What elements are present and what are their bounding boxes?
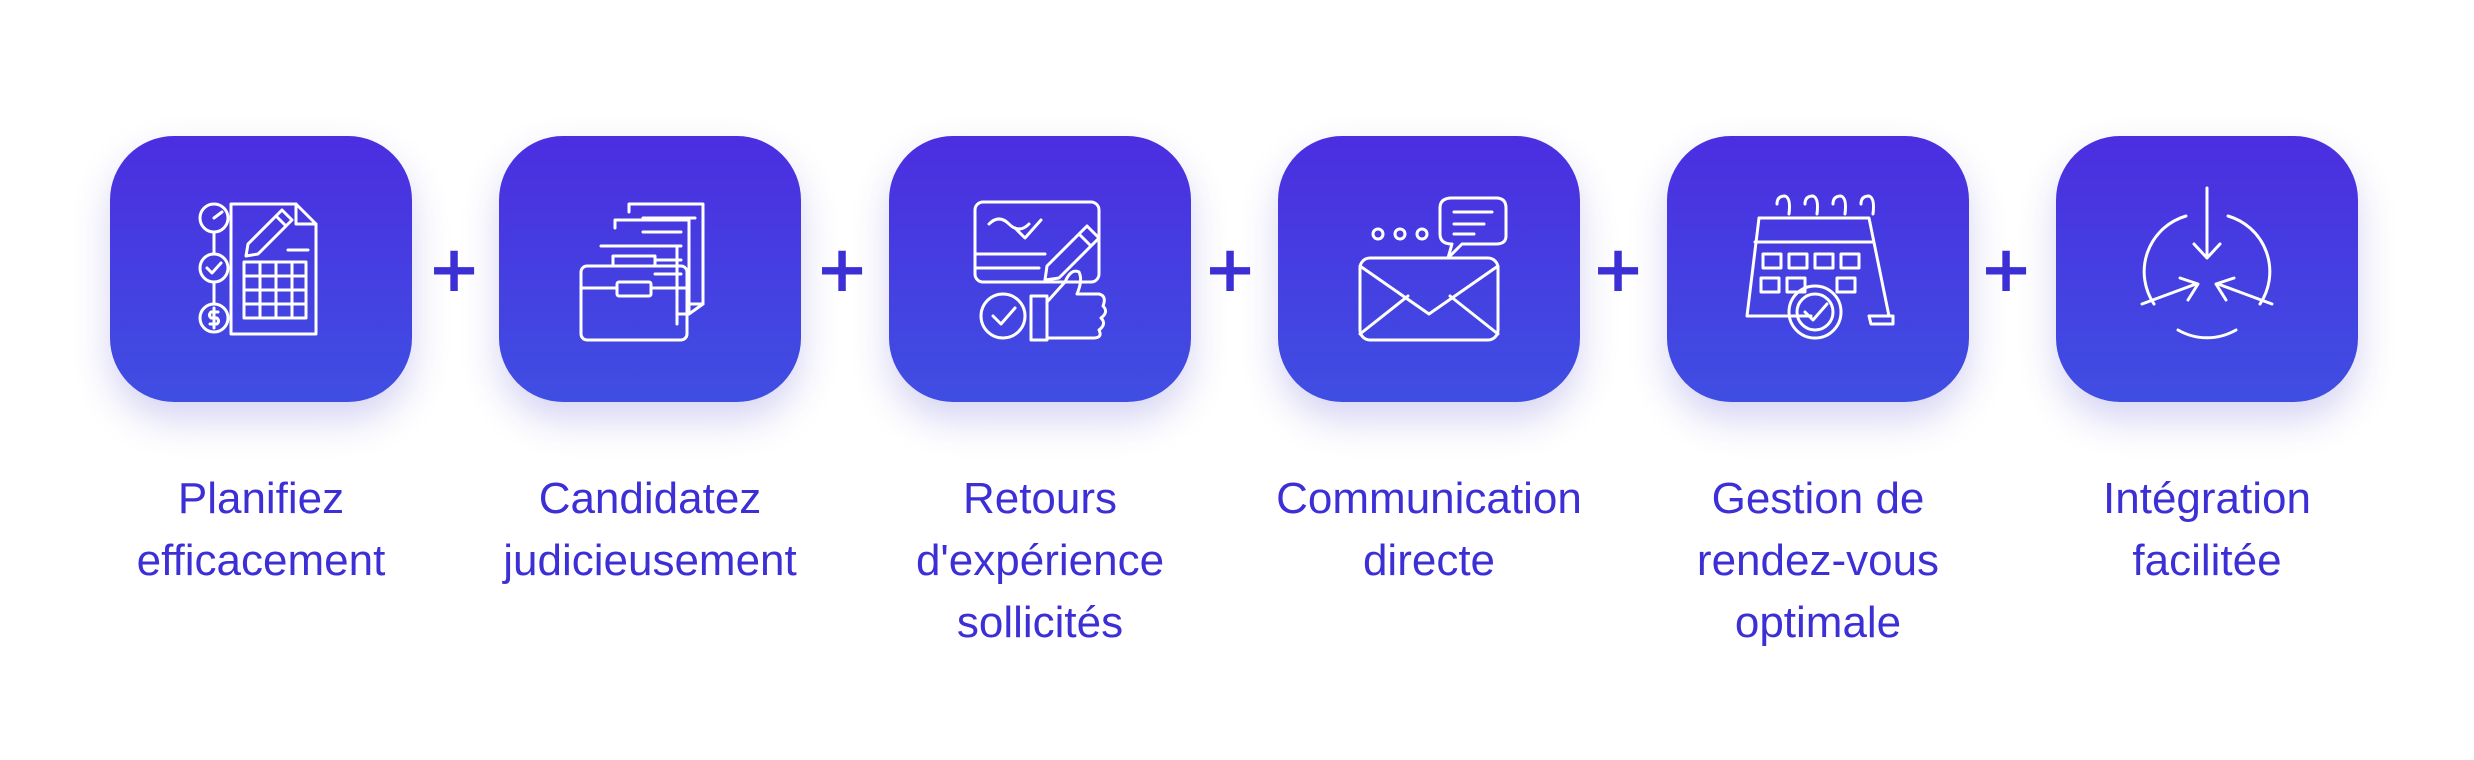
step-label: Communication directe	[1276, 474, 1582, 585]
step-tile	[1278, 136, 1580, 402]
integration-arrows-icon	[2140, 186, 2274, 340]
step-label: Intégration facilitée	[2103, 474, 2311, 585]
step-label: Planifiez efficacement	[136, 474, 386, 585]
feedback-thumbs-up-icon	[973, 200, 1108, 342]
briefcase-files-icon	[579, 202, 705, 342]
envelope-chat-icon	[1358, 196, 1508, 342]
plus-connector: +	[815, 233, 869, 307]
calendar-check-icon	[1745, 194, 1895, 340]
plus-connector: +	[1203, 233, 1257, 307]
step-tile	[1667, 136, 1969, 402]
step-tile	[110, 136, 412, 402]
plus-connector: +	[1591, 233, 1645, 307]
step-tile	[499, 136, 801, 402]
step-label: Gestion de rendez-vous optimale	[1696, 474, 1940, 647]
plus-connector: +	[1979, 233, 2033, 307]
step-tile	[2056, 136, 2358, 402]
step-label: Candidatez judicieusement	[503, 474, 797, 585]
planning-document-icon	[198, 202, 318, 336]
step-tile	[889, 136, 1191, 402]
step-label: Retours d'expérience sollicités	[915, 474, 1165, 647]
plus-connector: +	[427, 233, 481, 307]
